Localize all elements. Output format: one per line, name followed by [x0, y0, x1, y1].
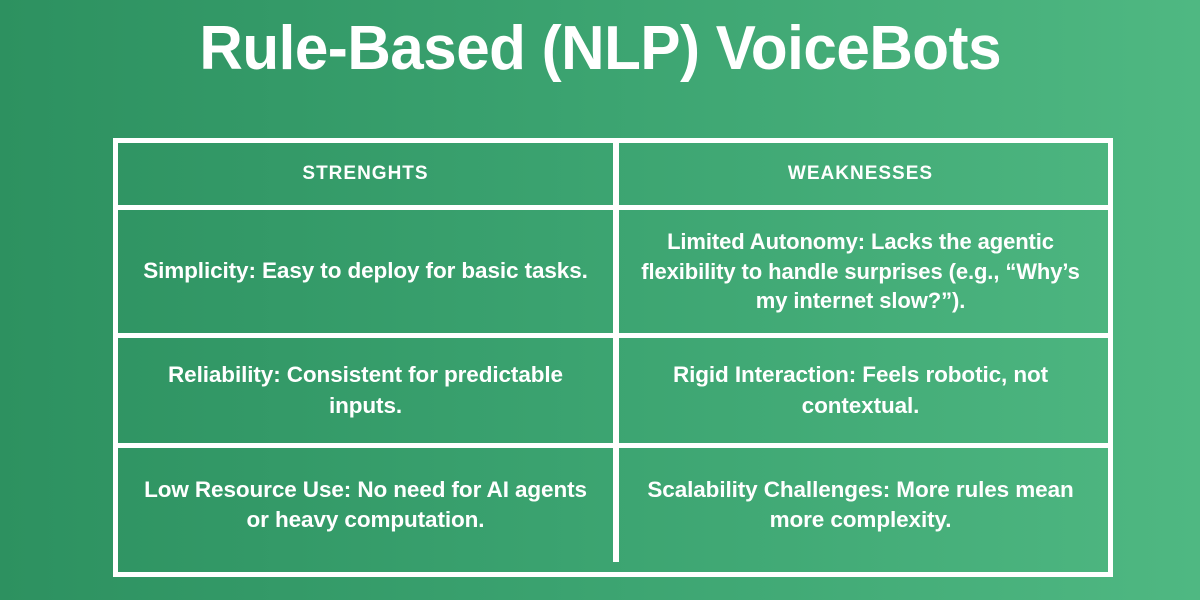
- table-row: Low Resource Use: No need for AI agents …: [118, 448, 1108, 562]
- table-header-row: STRENGHTS WEAKNESSES: [118, 143, 1108, 210]
- table-cell-strength-1: Simplicity: Easy to deploy for basic tas…: [118, 210, 619, 333]
- table-row: Reliability: Consistent for predictable …: [118, 338, 1108, 448]
- strengths-weaknesses-table: STRENGHTS WEAKNESSES Simplicity: Easy to…: [113, 138, 1113, 577]
- column-header-weaknesses-label: WEAKNESSES: [787, 162, 934, 184]
- column-header-strengths-label: STRENGHTS: [302, 162, 429, 184]
- weakness-1-text: Limited Autonomy: Lacks the agentic flex…: [641, 229, 1080, 314]
- weakness-3-text: Scalability Challenges: More rules mean …: [647, 476, 1074, 532]
- table-cell-strength-2: Reliability: Consistent for predictable …: [118, 338, 619, 443]
- title-area: Rule-Based (NLP) VoiceBots: [0, 14, 1200, 83]
- page-title: Rule-Based (NLP) VoiceBots: [199, 14, 1001, 83]
- table-cell-weakness-2: Rigid Interaction: Feels robotic, not co…: [619, 338, 1102, 443]
- strength-3-text: Low Resource Use: No need for AI agents …: [144, 476, 587, 532]
- table-cell-strength-3: Low Resource Use: No need for AI agents …: [118, 448, 619, 562]
- strength-2-text: Reliability: Consistent for predictable …: [168, 362, 563, 418]
- strength-1-text: Simplicity: Easy to deploy for basic tas…: [143, 258, 588, 284]
- table-cell-weakness-3: Scalability Challenges: More rules mean …: [619, 448, 1102, 562]
- table-header-cell-strengths: STRENGHTS: [118, 143, 619, 205]
- table-row: Simplicity: Easy to deploy for basic tas…: [118, 210, 1108, 338]
- table-header-cell-weaknesses: WEAKNESSES: [619, 143, 1102, 205]
- weakness-2-text: Rigid Interaction: Feels robotic, not co…: [672, 362, 1049, 418]
- table-cell-weakness-1: Limited Autonomy: Lacks the agentic flex…: [619, 210, 1102, 333]
